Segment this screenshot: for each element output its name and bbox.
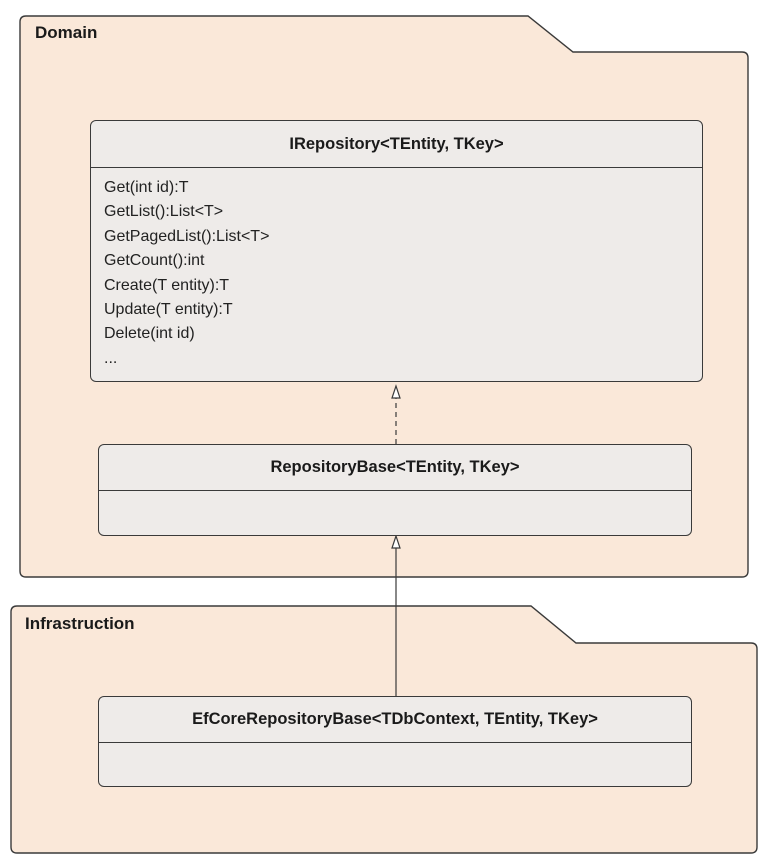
repository-base-members bbox=[99, 491, 691, 507]
irepository-class[interactable]: IRepository<TEntity, TKey> Get(int id):T… bbox=[90, 120, 703, 382]
method-update: Update(T entity):T bbox=[104, 301, 233, 319]
method-get-paged-list: GetPagedList():List<T> bbox=[104, 227, 270, 245]
irepository-class-name: IRepository<TEntity, TKey> bbox=[91, 121, 702, 168]
method-get-count: GetCount():int bbox=[104, 252, 205, 270]
efcore-repository-base-class-name: EfCoreRepositoryBase<TDbContext, TEntity… bbox=[99, 697, 691, 743]
efcore-repository-base-class[interactable]: EfCoreRepositoryBase<TDbContext, TEntity… bbox=[98, 696, 692, 787]
infrastructure-package-title: Infrastruction bbox=[25, 614, 135, 633]
efcore-repository-base-members bbox=[99, 743, 691, 759]
realization-arrowhead bbox=[391, 384, 401, 399]
method-get: Get(int id):T bbox=[104, 179, 189, 196]
method-ellipsis: ... bbox=[104, 349, 118, 367]
method-get-list: GetList():List<T> bbox=[104, 203, 224, 221]
generalization-arrowhead bbox=[391, 534, 401, 549]
method-create: Create(T entity):T bbox=[104, 276, 230, 294]
repository-base-class-name: RepositoryBase<TEntity, TKey> bbox=[99, 445, 691, 491]
irepository-methods: Get(int id):T GetList():List<T> GetPaged… bbox=[91, 168, 702, 379]
method-delete: Delete(int id) bbox=[104, 325, 195, 343]
repository-base-class[interactable]: RepositoryBase<TEntity, TKey> bbox=[98, 444, 692, 536]
domain-package-title: Domain bbox=[35, 23, 98, 42]
